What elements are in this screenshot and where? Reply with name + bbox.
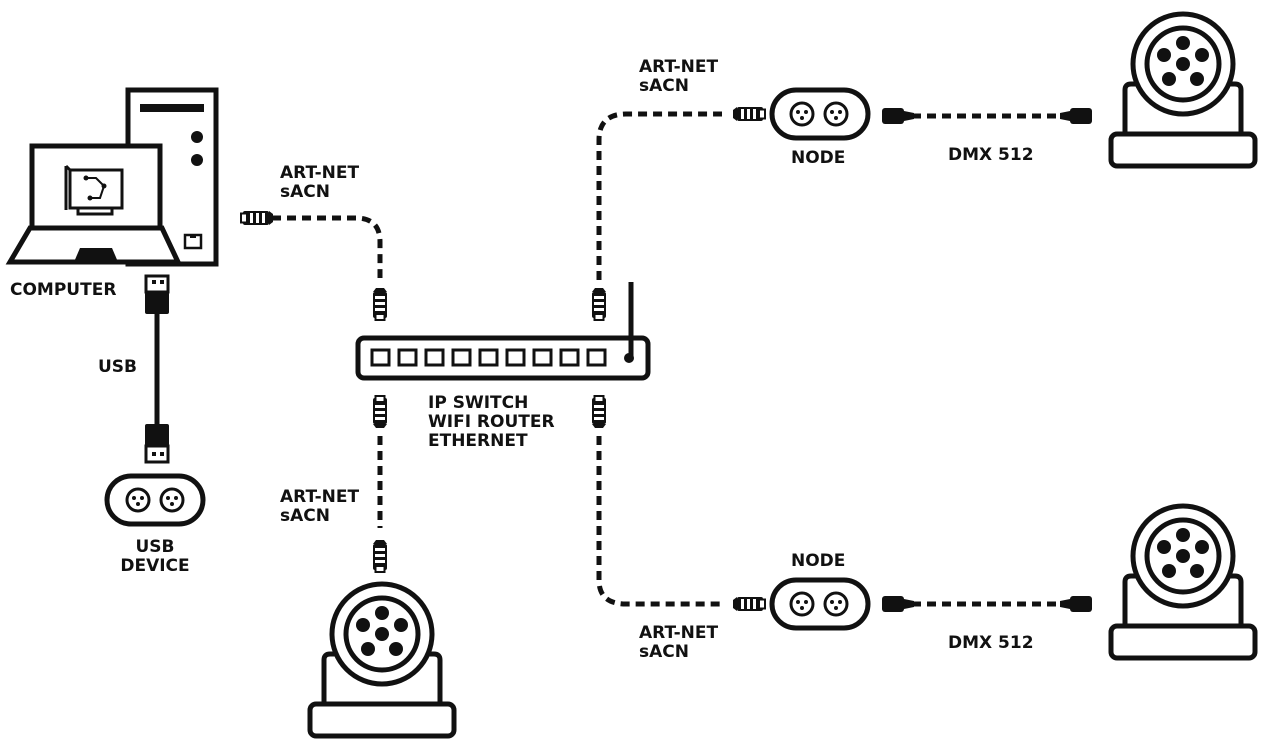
network-switch-icon (355, 282, 651, 381)
dmx-cables (912, 113, 1062, 607)
label-protocol-bottom-right-line1: ART-NET (639, 623, 719, 643)
label-computer: COMPUTER (10, 280, 117, 300)
computer-icon (5, 87, 219, 267)
label-node-bottom: NODE (791, 551, 846, 571)
label-protocol-computer: ART-NET sACN (280, 164, 359, 202)
moving-head-light-bottom-right-icon (1111, 506, 1255, 658)
label-switch-line1: IP SWITCH (428, 393, 529, 413)
label-node-top: NODE (791, 148, 846, 168)
label-switch-line3: ETHERNET (428, 431, 528, 451)
label-switch-line2: WIFI ROUTER (428, 412, 555, 432)
label-protocol-bottom-right-line2: sACN (639, 642, 689, 662)
label-usb-device: USB DEVICE (105, 538, 205, 576)
label-protocol-top-line1: ART-NET (639, 57, 719, 77)
usb-device-icon (104, 473, 206, 527)
node-bottom-icon (769, 577, 871, 631)
moving-head-light-bottom-left-icon (310, 584, 454, 736)
label-protocol-top: ART-NET sACN (639, 58, 718, 96)
label-usb: USB (98, 357, 138, 377)
label-protocol-bottom-left-line1: ART-NET (280, 487, 360, 507)
label-switch: IP SWITCH WIFI ROUTER ETHERNET (428, 394, 555, 451)
label-protocol-computer-line2: sACN (280, 182, 330, 202)
label-protocol-bottom-left: ART-NET sACN (280, 488, 359, 526)
label-protocol-computer-line1: ART-NET (280, 163, 360, 183)
usb-plug-icon (144, 274, 170, 464)
moving-head-light-top-icon (1111, 14, 1255, 166)
label-usb-device-line2: DEVICE (120, 556, 190, 576)
label-dmx-bottom: DMX 512 (948, 633, 1034, 653)
label-protocol-top-line2: sACN (639, 76, 689, 96)
node-top-icon (769, 87, 871, 141)
ethernet-cables (272, 111, 722, 607)
label-protocol-bottom-left-line2: sACN (280, 506, 330, 526)
label-dmx-top: DMX 512 (948, 145, 1034, 165)
dmx-plug-icon (882, 108, 1092, 612)
label-protocol-bottom-right: ART-NET sACN (639, 624, 718, 662)
label-usb-device-line1: USB (135, 537, 175, 557)
